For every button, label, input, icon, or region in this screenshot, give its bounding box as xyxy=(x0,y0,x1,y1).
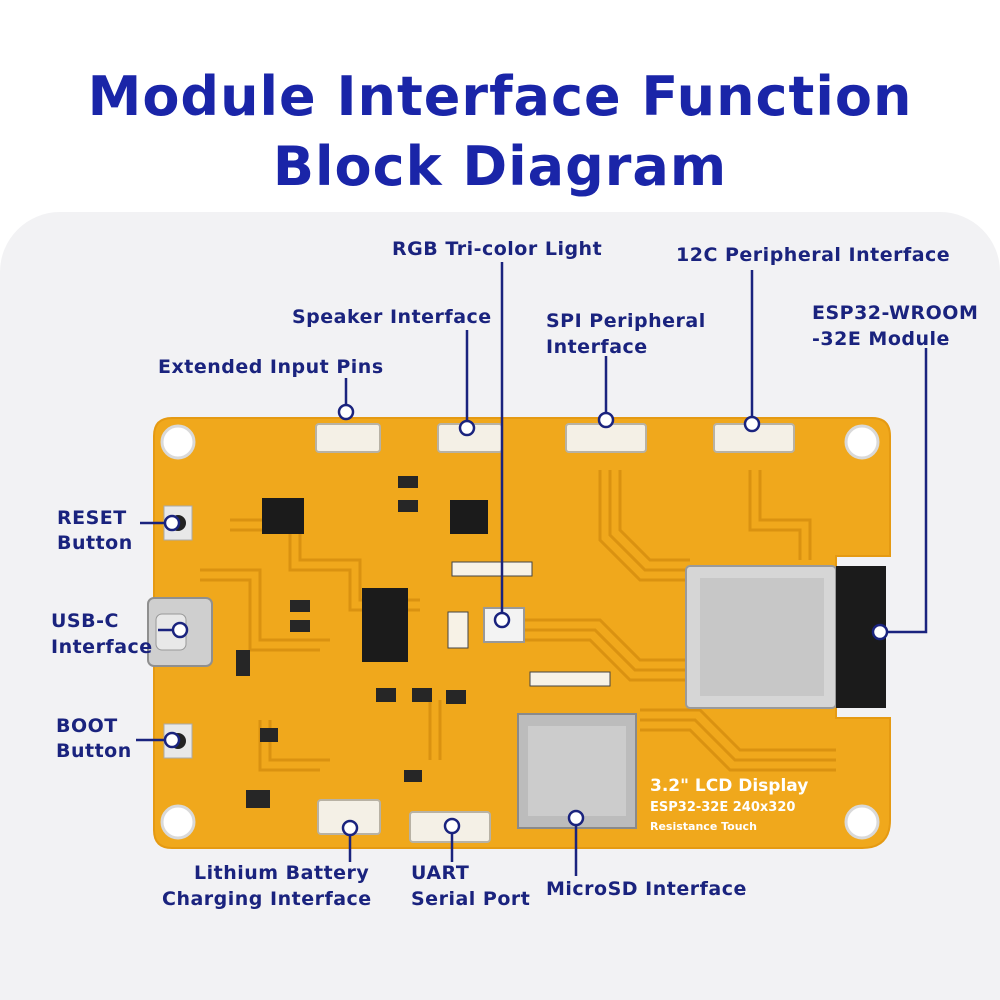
title-line-2: Block Diagram xyxy=(272,135,728,198)
page-title: Module Interface Function Block Diagram xyxy=(0,62,1000,202)
label-esp32-line-2: -32E Module xyxy=(812,328,950,350)
label-rgb-light: RGB Tri-color Light xyxy=(392,238,603,260)
label-microsd: MicroSD Interface xyxy=(546,878,747,900)
label-battery-line-2: Charging Interface xyxy=(162,888,372,910)
label-boot-line-1: BOOT xyxy=(56,715,118,737)
label-esp32-line-1: ESP32-WROOM xyxy=(812,302,979,324)
label-battery-line-1: Lithium Battery xyxy=(194,862,370,884)
lcd-line-2: ESP32-32E 240x320 xyxy=(650,800,796,815)
label-uart-line-2: Serial Port xyxy=(411,888,531,910)
lcd-line-1: 3.2" LCD Display xyxy=(650,776,809,796)
label-extended-input: Extended Input Pins xyxy=(158,356,384,378)
label-i2c: 12C Peripheral Interface xyxy=(676,244,951,266)
title-line-1: Module Interface Function xyxy=(87,65,913,128)
label-reset-line-1: RESET xyxy=(57,507,127,529)
top-connectors xyxy=(315,423,795,453)
label-boot-line-2: Button xyxy=(56,740,132,762)
label-spi-line-2: Interface xyxy=(546,336,648,358)
resistor-arrays xyxy=(447,561,611,687)
label-usbc-line-2: Interface xyxy=(51,636,153,658)
small-components xyxy=(236,476,466,808)
mounting-holes xyxy=(160,424,880,840)
label-speaker: Speaker Interface xyxy=(292,306,492,328)
label-spi-line-1: SPI Peripheral xyxy=(546,310,706,332)
label-reset-line-2: Button xyxy=(57,532,133,554)
label-usbc-line-1: USB-C xyxy=(51,610,119,632)
ic-chips xyxy=(262,498,488,662)
lcd-line-3: Resistance Touch xyxy=(650,820,757,833)
pointer-dots xyxy=(163,403,889,837)
label-uart-line-1: UART xyxy=(411,862,470,884)
